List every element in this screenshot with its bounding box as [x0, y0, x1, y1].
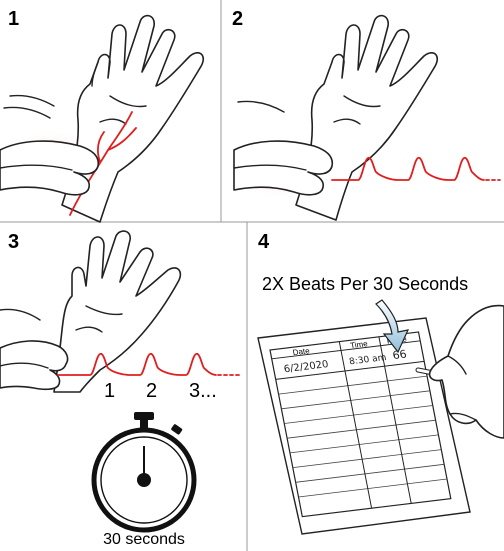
beat-label-1: 1 — [104, 380, 115, 402]
pulse-waveform — [331, 157, 485, 181]
log-header-date: Date — [292, 346, 311, 357]
callout-arrow — [375, 299, 410, 354]
examining-fingers — [0, 340, 69, 391]
examining-fingers — [0, 140, 100, 196]
panel-3-number: 3 — [8, 231, 19, 253]
beat-label-3: 3... — [189, 380, 217, 402]
log-header-time: Time — [349, 339, 369, 350]
beats-callout: 2X Beats Per 30 Seconds — [262, 274, 468, 294]
log-entry-pulse: 66 — [391, 348, 407, 362]
panel-2: 2 — [230, 8, 501, 221]
writing-hand — [415, 304, 504, 439]
pulse-log-sheet: Date Time Pulse 6/2/2020 8:30 am 66 — [257, 317, 471, 535]
panel-1-number: 1 — [8, 8, 19, 30]
panel-4-number: 4 — [258, 231, 270, 253]
radial-artery — [69, 111, 137, 216]
panel-3: 3 1 2 3... 30 seconds — [0, 230, 243, 548]
beat-label-2: 2 — [146, 380, 157, 402]
open-hand — [61, 14, 205, 223]
stopwatch-icon — [91, 412, 197, 533]
panel-2-number: 2 — [232, 8, 243, 30]
panel-1: 1 — [0, 8, 205, 223]
timer-label: 30 seconds — [103, 531, 185, 548]
log-entry-date: 6/2/2020 — [283, 359, 330, 375]
pulse-waveform — [57, 353, 217, 376]
panel-4: 4 2X Beats Per 30 Seconds Date — [257, 231, 504, 535]
examining-fingers — [233, 140, 334, 196]
log-entry-time: 8:30 am — [348, 353, 387, 367]
open-hand — [53, 230, 182, 393]
